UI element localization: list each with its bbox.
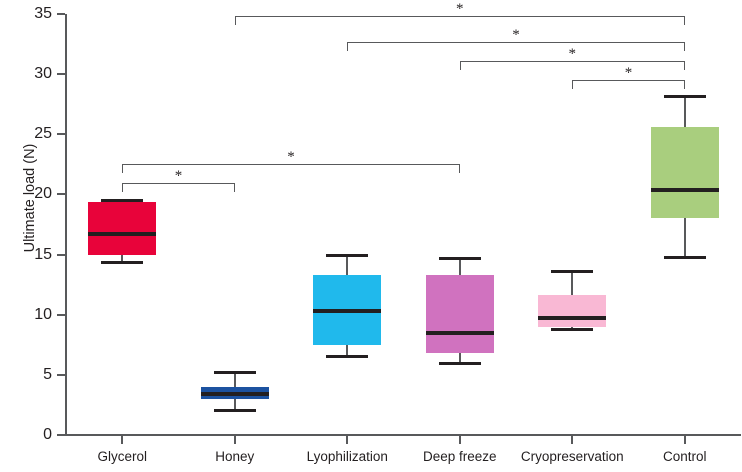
x-tick-label: Deep freeze xyxy=(422,449,497,464)
box-rect xyxy=(425,275,494,354)
x-tick-mark xyxy=(571,436,574,444)
whisker-lower-stem xyxy=(683,218,686,257)
y-tick-mark xyxy=(57,373,65,376)
y-tick-mark xyxy=(57,253,65,256)
y-tick-label: 0 xyxy=(43,426,52,443)
y-tick-label: 35 xyxy=(34,5,52,22)
significance-bracket xyxy=(459,61,685,70)
significance-star: * xyxy=(287,149,295,165)
significance-star: * xyxy=(456,1,464,17)
whisker-upper-cap xyxy=(438,257,481,261)
median-line xyxy=(88,232,157,237)
median-line xyxy=(650,187,719,192)
y-tick-label: 30 xyxy=(34,65,52,83)
x-tick-mark xyxy=(458,436,461,444)
y-tick-mark xyxy=(57,73,65,76)
whisker-lower-cap xyxy=(551,328,594,332)
x-tick-label: Control xyxy=(662,449,707,464)
box-rect xyxy=(88,201,157,255)
x-tick-mark xyxy=(121,436,124,444)
x-tick-mark xyxy=(346,436,349,444)
y-tick-label: 15 xyxy=(34,245,52,263)
y-tick-label: 20 xyxy=(34,185,52,203)
whisker-upper-cap xyxy=(213,371,256,375)
whisker-lower-stem xyxy=(458,353,461,363)
x-tick-label: Lyophilization xyxy=(306,449,388,464)
y-tick-mark xyxy=(57,434,65,436)
significance-bracket xyxy=(234,16,685,25)
y-axis-line xyxy=(65,14,67,436)
whisker-upper-cap xyxy=(663,94,706,98)
significance-star: * xyxy=(512,27,520,43)
whisker-upper-cap xyxy=(101,199,144,203)
whisker-upper-stem xyxy=(683,95,686,128)
whisker-upper-cap xyxy=(551,270,594,274)
x-tick-mark xyxy=(683,436,686,444)
significance-star: * xyxy=(624,65,633,81)
significance-bracket xyxy=(122,183,235,192)
box-rect xyxy=(650,127,719,219)
y-tick-mark xyxy=(57,13,65,15)
x-tick-label: Cryopreservation xyxy=(520,449,624,464)
whisker-lower-cap xyxy=(326,354,369,358)
whisker-upper-stem xyxy=(458,258,461,275)
y-tick-label: 25 xyxy=(34,125,52,143)
x-tick-mark xyxy=(233,436,236,444)
y-tick-mark xyxy=(57,193,65,196)
whisker-upper-stem xyxy=(233,372,236,387)
whisker-lower-stem xyxy=(571,326,574,330)
significance-star: * xyxy=(568,46,577,62)
y-tick-mark xyxy=(57,133,65,136)
significance-bracket xyxy=(122,164,460,173)
whisker-lower-stem xyxy=(346,344,349,356)
whisker-lower-stem xyxy=(121,254,124,262)
whisker-upper-stem xyxy=(571,271,574,296)
significance-bracket xyxy=(572,80,685,89)
x-axis-line xyxy=(65,434,741,436)
median-line xyxy=(538,316,607,321)
whisker-lower-cap xyxy=(438,361,481,365)
median-line xyxy=(425,330,494,335)
whisker-lower-cap xyxy=(663,255,706,259)
y-tick-mark xyxy=(57,313,65,316)
whisker-lower-cap xyxy=(213,408,256,412)
median-line xyxy=(200,392,269,397)
median-line xyxy=(313,309,382,314)
whisker-upper-stem xyxy=(346,254,349,275)
x-tick-label: Honey xyxy=(215,449,255,464)
significance-star: * xyxy=(174,168,183,184)
y-tick-label: 10 xyxy=(34,305,52,323)
y-tick-label: 5 xyxy=(43,365,52,383)
whisker-lower-stem xyxy=(233,398,236,410)
whisker-lower-cap xyxy=(101,260,144,264)
significance-bracket xyxy=(347,42,685,51)
x-tick-label: Glycerol xyxy=(97,449,148,464)
whisker-upper-cap xyxy=(326,253,369,257)
box-rect xyxy=(538,295,607,327)
